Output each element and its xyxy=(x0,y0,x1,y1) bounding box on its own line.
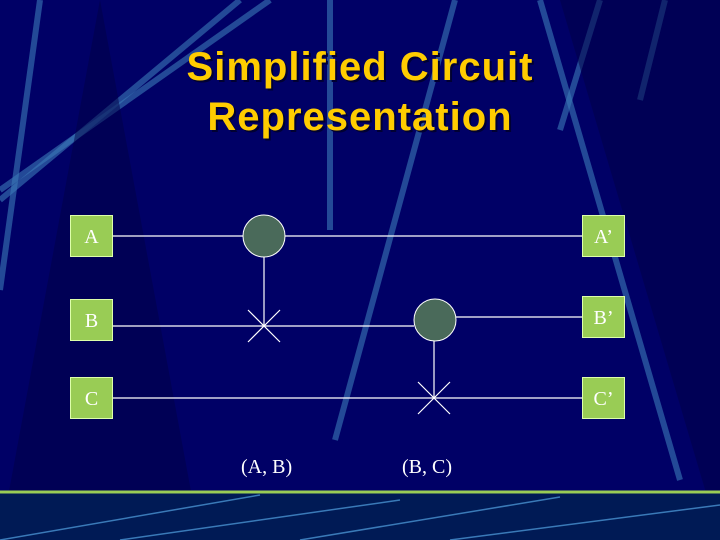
gate-label-ab: (A, B) xyxy=(241,456,293,478)
input-b: B xyxy=(70,299,113,341)
target-cross-2 xyxy=(417,381,451,415)
output-b: B’ xyxy=(582,296,625,338)
control-node-2 xyxy=(413,298,457,342)
title-line-2: Representation xyxy=(207,95,513,139)
title-line-1: Simplified Circuit xyxy=(186,45,534,89)
gate-label-bc: (B, C) xyxy=(402,456,452,478)
slide-title: Simplified Circuit Representation xyxy=(0,42,720,142)
input-a: A xyxy=(70,215,113,257)
input-c: C xyxy=(70,377,113,419)
control-node-1 xyxy=(242,214,286,258)
output-a: A’ xyxy=(582,215,625,257)
output-c: C’ xyxy=(582,377,625,419)
target-cross-1 xyxy=(247,309,281,343)
